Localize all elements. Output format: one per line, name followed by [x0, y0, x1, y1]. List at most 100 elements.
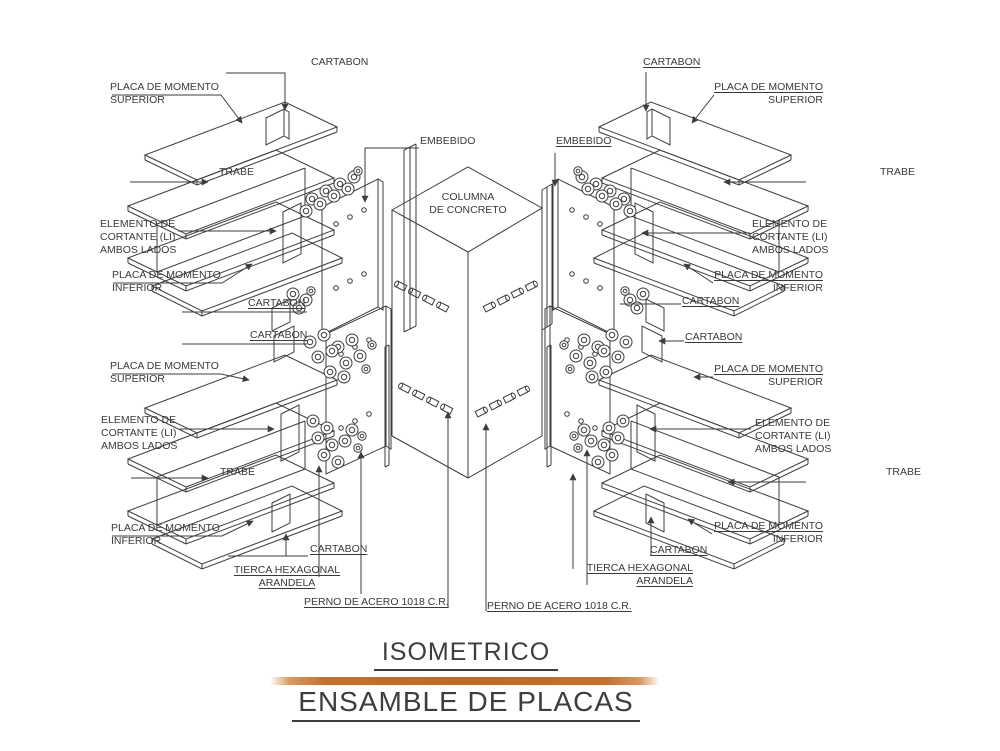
label-placa-superior-top-left: PLACA DE MOMENTO SUPERIOR	[110, 81, 219, 107]
label-elemento-line1: ELEMENTO DE	[755, 417, 831, 429]
edge-plate-right	[541, 183, 553, 331]
label-elemento-top-right: ELEMENTO DE CORTANTE (LI) AMBOS LADOS	[752, 218, 828, 257]
label-columna-de-concreto: COLUMNA DE CONCRETO	[414, 191, 522, 217]
label-elemento-bottom-right: ELEMENTO DE CORTANTE (LI) AMBOS LADOS	[755, 417, 831, 456]
moment-plate-inferior-top-left	[150, 232, 344, 317]
label-elemento-line3: AMBOS LADOS	[101, 440, 178, 452]
label-trabe-top-right: TRABE	[880, 166, 916, 178]
divider-gradient-bar	[270, 677, 660, 685]
label-perno-left: PERNO DE ACERO 1018 C.R.	[304, 596, 449, 608]
beam-bottom-right	[600, 402, 810, 545]
label-cartabon-mid-left-2: CARTABON	[250, 329, 308, 341]
cartabon-plate-mid-right-1	[645, 298, 665, 332]
moment-plate-superior-bottom-right	[597, 354, 793, 439]
edge-plate-left	[403, 143, 417, 333]
label-cartabon-top-right: CARTABON	[643, 56, 701, 68]
label-placa-momento-text: PLACA DE MOMENTO	[714, 363, 823, 375]
label-elemento-line2: CORTANTE (LI)	[100, 231, 176, 243]
label-columna-line2: DE CONCRETO	[429, 204, 507, 216]
label-placa-superior-bottom-left: PLACA DE MOMENTO SUPERIOR	[110, 360, 219, 386]
moment-plate-inferior-bottom-right	[592, 485, 786, 570]
label-perno-right: PERNO DE ACERO 1018 C.R.	[487, 600, 632, 612]
label-placa-momento-text: PLACA DE MOMENTO	[714, 520, 823, 532]
cartabon-plate-mid-left-2	[273, 325, 295, 363]
label-elemento-line3: AMBOS LADOS	[100, 244, 177, 256]
label-elemento-line3: AMBOS LADOS	[752, 244, 829, 256]
cartabon-plate-mid-left-1	[271, 298, 291, 332]
label-placa-momento-text: PLACA DE MOMENTO	[714, 81, 823, 93]
label-superior-text: SUPERIOR	[768, 94, 823, 106]
label-cartabon-mid-right-2: CARTABON	[685, 331, 743, 343]
label-cartabon-bottom-right: CARTABON	[650, 544, 708, 556]
label-placa-inferior-top-right: PLACA DE MOMENTO INFERIOR	[714, 269, 823, 295]
label-elemento-line1: ELEMENTO DE	[752, 218, 828, 230]
label-superior-text: SUPERIOR	[110, 94, 165, 106]
moment-plate-inferior-top-right	[592, 232, 786, 317]
label-elemento-line2: CORTANTE (LI)	[101, 427, 177, 439]
label-columna-line1: COLUMNA	[441, 191, 495, 203]
label-elemento-line2: CORTANTE (LI)	[752, 231, 828, 243]
drawing-title: ENSAMBLE DE PLACAS	[292, 686, 640, 722]
shear-element-bottom-right	[636, 404, 656, 462]
label-trabe-top-left: TRABE	[219, 166, 255, 178]
edge-plate-lower-right	[546, 344, 552, 468]
label-tierca-bottom-left: TIERCA HEXAGONAL ARANDELA	[229, 564, 345, 590]
leader-lines	[112, 72, 806, 611]
bolt-cluster-lower-right	[569, 414, 630, 469]
cartabon-plate-top-right	[646, 108, 671, 146]
label-placa-momento-text: PLACA DE MOMENTO	[110, 360, 219, 372]
moment-plate-inferior-bottom-left	[150, 485, 344, 570]
label-elemento-bottom-left: ELEMENTO DE CORTANTE (LI) AMBOS LADOS	[101, 414, 177, 453]
label-placa-momento-text: PLACA DE MOMENTO	[714, 269, 823, 281]
moment-plate-superior-top-left	[143, 101, 339, 186]
label-inferior-text: INFERIOR	[112, 282, 163, 294]
moment-plate-superior-bottom-left	[143, 354, 339, 439]
label-cartabon-bottom-left: CARTABON	[310, 543, 368, 555]
cartabon-plate-mid-right-2	[641, 325, 663, 363]
label-tierca-line1: TIERCA HEXAGONAL	[233, 564, 341, 576]
beam-bottom-left	[126, 402, 336, 545]
view-title-block: ISOMETRICO	[116, 638, 816, 671]
bolt-cluster-mid-right-small	[620, 286, 650, 315]
label-elemento-line2: CORTANTE (LI)	[755, 430, 831, 442]
label-superior-text: SUPERIOR	[110, 373, 165, 385]
label-placa-superior-top-right: PLACA DE MOMENTO SUPERIOR	[714, 81, 823, 107]
label-tierca-line2: ARANDELA	[258, 577, 316, 589]
label-tierca-bottom-right: TIERCA HEXAGONAL ARANDELA	[587, 562, 693, 588]
shear-element-top-right	[634, 202, 654, 264]
label-embebido-right: EMBEBIDO	[556, 135, 612, 147]
label-elemento-line3: AMBOS LADOS	[755, 443, 832, 455]
label-inferior-text: INFERIOR	[111, 535, 162, 547]
view-title: ISOMETRICO	[373, 638, 559, 671]
shear-element-bottom-left	[280, 404, 300, 462]
label-elemento-line1: ELEMENTO DE	[100, 218, 176, 230]
beam-top-right	[600, 149, 810, 292]
edge-plate-lower-left	[384, 344, 390, 468]
label-cartabon-mid-right-1: CARTABON	[682, 295, 740, 307]
label-superior-text: SUPERIOR	[768, 376, 823, 388]
label-trabe-bottom-left: TRABE	[220, 466, 256, 478]
label-placa-momento-text: PLACA DE MOMENTO	[111, 522, 220, 534]
moment-plate-superior-top-right	[597, 101, 793, 186]
label-elemento-top-left: ELEMENTO DE CORTANTE (LI) AMBOS LADOS	[100, 218, 176, 257]
beam-top-left	[126, 149, 336, 292]
label-tierca-line1: TIERCA HEXAGONAL	[586, 562, 693, 574]
label-elemento-line1: ELEMENTO DE	[101, 414, 177, 426]
cartabon-plate-bottom-right	[645, 493, 665, 533]
drawing-title-block: ENSAMBLE DE PLACAS	[116, 686, 816, 722]
label-placa-momento-text: PLACA DE MOMENTO	[112, 269, 221, 281]
cartabon-plate-top-left	[265, 108, 290, 146]
label-cartabon-top-left: CARTABON	[311, 56, 369, 68]
label-placa-inferior-bottom-right: PLACA DE MOMENTO INFERIOR	[714, 520, 823, 546]
label-tierca-line2: ARANDELA	[636, 575, 693, 587]
label-inferior-text: INFERIOR	[772, 282, 823, 294]
anchor-studs	[393, 279, 539, 418]
shear-element-top-left	[282, 202, 302, 264]
bolt-cluster-lower-left	[306, 414, 367, 469]
label-trabe-bottom-right: TRABE	[886, 466, 922, 478]
cartabon-plate-bottom-left	[271, 493, 291, 533]
label-inferior-text: INFERIOR	[772, 533, 823, 545]
label-embebido-left: EMBEBIDO	[420, 135, 476, 147]
